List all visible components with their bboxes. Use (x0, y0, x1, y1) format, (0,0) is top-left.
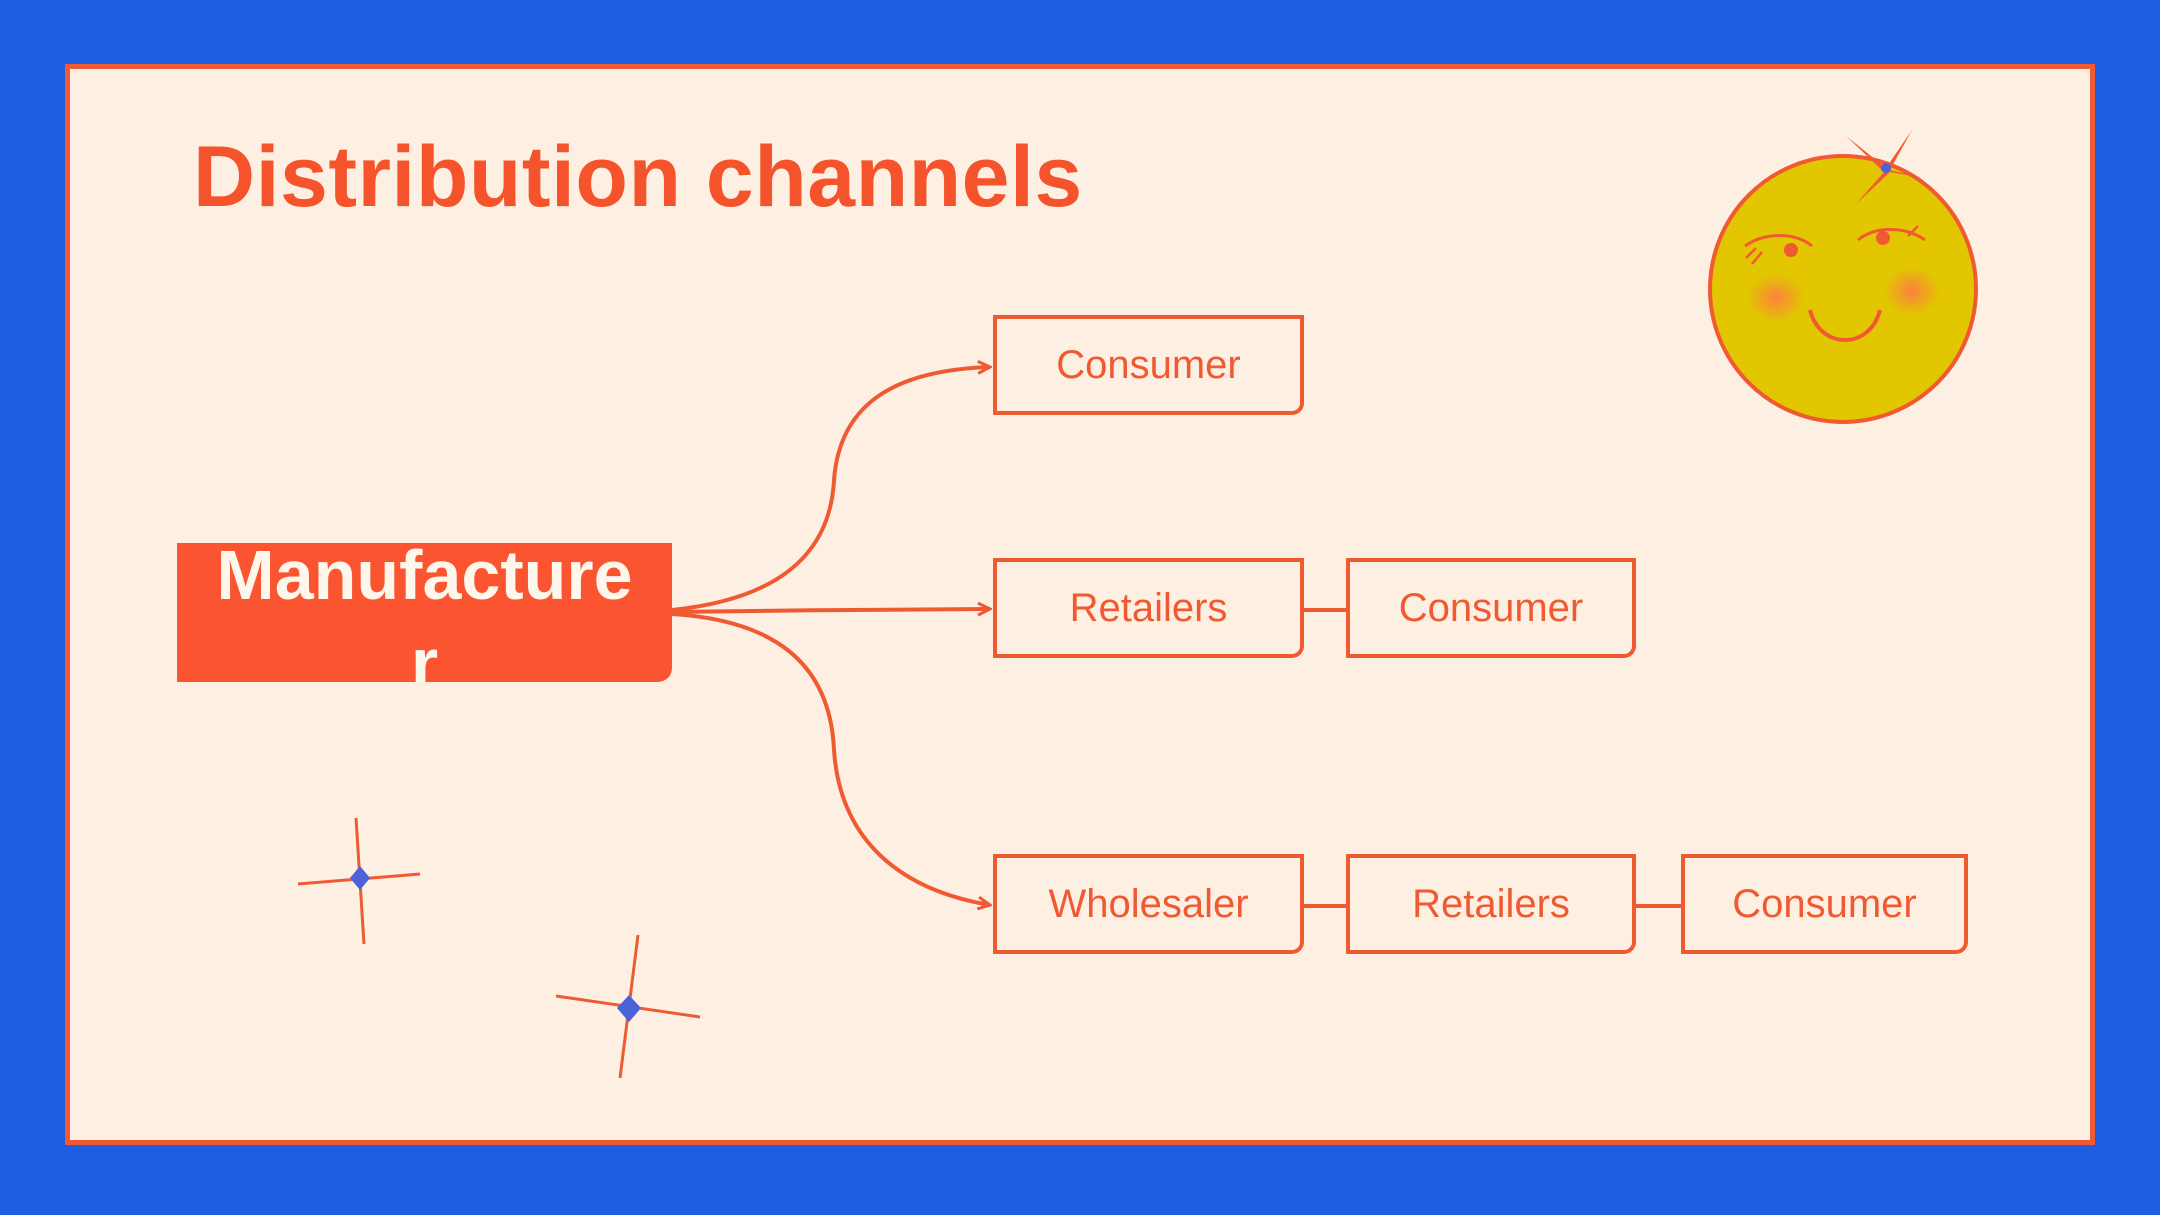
channel-node: Retailers (1346, 854, 1636, 954)
channel-node: Consumer (1346, 558, 1636, 658)
root-node-label: Manufacturer (216, 543, 633, 682)
slide-title: Distribution channels (193, 129, 1083, 225)
branch-arrow-top (671, 367, 990, 612)
branch-arrow-bottom (671, 612, 990, 905)
channel-node: Retailers (993, 558, 1304, 658)
sparkle-star-icon (1846, 130, 1924, 204)
sparkle-star-icon (555, 934, 701, 1079)
channel-node: Wholesaler (993, 854, 1304, 954)
branch-arrow-middle (671, 609, 990, 612)
channel-node: Consumer (1681, 854, 1968, 954)
root-node-manufacturer: Manufacturer (177, 543, 672, 682)
smiley-sun-icon (1708, 154, 1978, 424)
channel-node: Consumer (993, 315, 1304, 415)
sparkle-star-icon (297, 817, 421, 945)
